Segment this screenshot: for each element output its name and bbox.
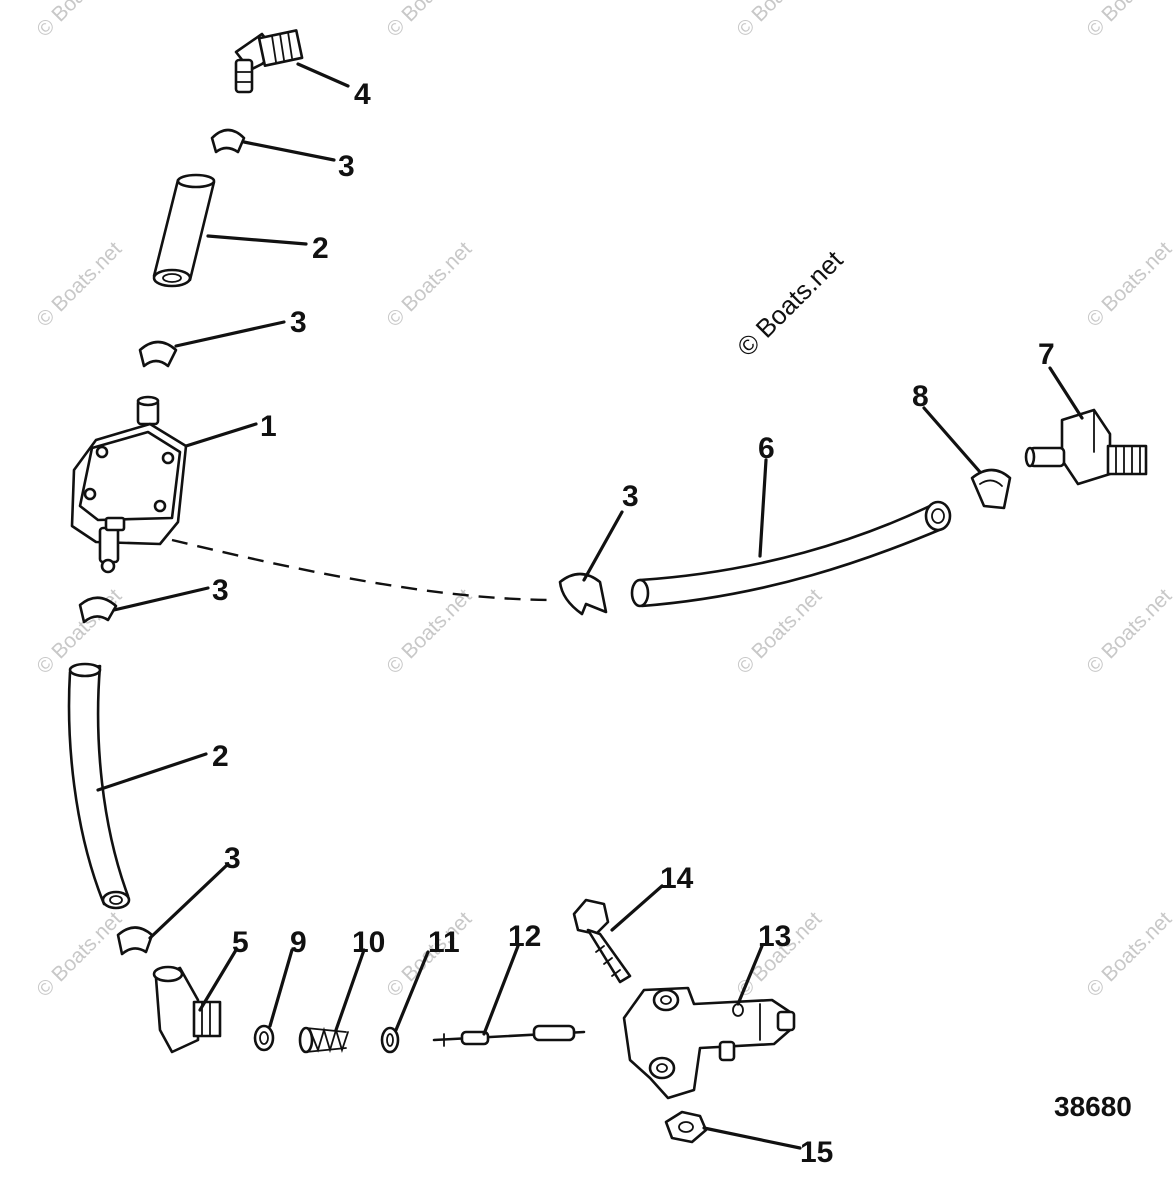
callout-15: 15 <box>800 1136 833 1169</box>
callout-12: 12 <box>508 920 541 953</box>
part-14-bolt <box>572 898 632 984</box>
callout-2: 2 <box>212 740 229 773</box>
part-10-spring <box>298 1026 349 1054</box>
callout-6: 6 <box>758 432 775 465</box>
watermark: © Boats.net <box>382 0 476 42</box>
watermark: © Boats.net <box>732 584 826 678</box>
watermark: © Boats.net <box>32 0 126 42</box>
callout-3: 3 <box>622 480 639 513</box>
callout-13: 13 <box>758 920 791 953</box>
part-7-fitting <box>1024 408 1148 486</box>
callout-3: 3 <box>338 150 355 183</box>
part-8-clip <box>970 468 1012 510</box>
watermark: © Boats.net <box>732 0 826 42</box>
callout-3: 3 <box>290 306 307 339</box>
watermark-prominent: © Boats.net <box>731 244 849 362</box>
part-13-valve-body <box>622 986 796 1100</box>
callout-3: 3 <box>212 574 229 607</box>
callout-5: 5 <box>232 926 249 959</box>
watermark: © Boats.net <box>1082 907 1176 1001</box>
watermark: © Boats.net <box>382 237 476 331</box>
callout-10: 10 <box>352 926 385 959</box>
part-5-elbow-fitting <box>152 965 222 1054</box>
reference-dashed-line <box>171 538 555 602</box>
callout-8: 8 <box>912 380 929 413</box>
part-1-fuel-pump <box>70 395 188 574</box>
part-15-nut <box>664 1110 708 1144</box>
callout-9: 9 <box>290 926 307 959</box>
callout-labels: 4 3 2 3 1 3 2 3 5 9 10 11 12 14 13 15 3 … <box>212 78 1055 1169</box>
callout-1: 1 <box>260 410 277 443</box>
part-11-seal <box>380 1026 400 1054</box>
callout-2: 2 <box>312 232 329 265</box>
part-3-clamp <box>138 340 178 368</box>
callout-4: 4 <box>354 78 371 111</box>
callout-3: 3 <box>224 842 241 875</box>
part-4-elbow-fitting <box>234 29 304 94</box>
callout-7: 7 <box>1038 338 1055 371</box>
part-2-hose-upper <box>152 173 216 288</box>
callout-14: 14 <box>660 862 694 895</box>
watermark: © Boats.net <box>32 907 126 1001</box>
watermark: © Boats.net <box>32 237 126 331</box>
watermark: © Boats.net <box>1082 584 1176 678</box>
leader-lines <box>96 62 1084 1150</box>
callout-11: 11 <box>428 926 460 959</box>
watermark: © Boats.net <box>382 584 476 678</box>
diagram-number: 38680 <box>1054 1091 1132 1122</box>
part-3-clamp <box>78 596 118 624</box>
part-3-clamp <box>116 926 154 956</box>
part-9-ring <box>253 1024 275 1052</box>
part-6-hose <box>630 500 952 608</box>
part-3-clamp <box>210 128 246 154</box>
watermark: © Boats.net <box>1082 237 1176 331</box>
part-2-hose-lower <box>67 662 131 910</box>
part-12-needle <box>432 1024 586 1047</box>
part-3-clamp <box>558 572 608 616</box>
watermark: © Boats.net <box>1082 0 1176 42</box>
